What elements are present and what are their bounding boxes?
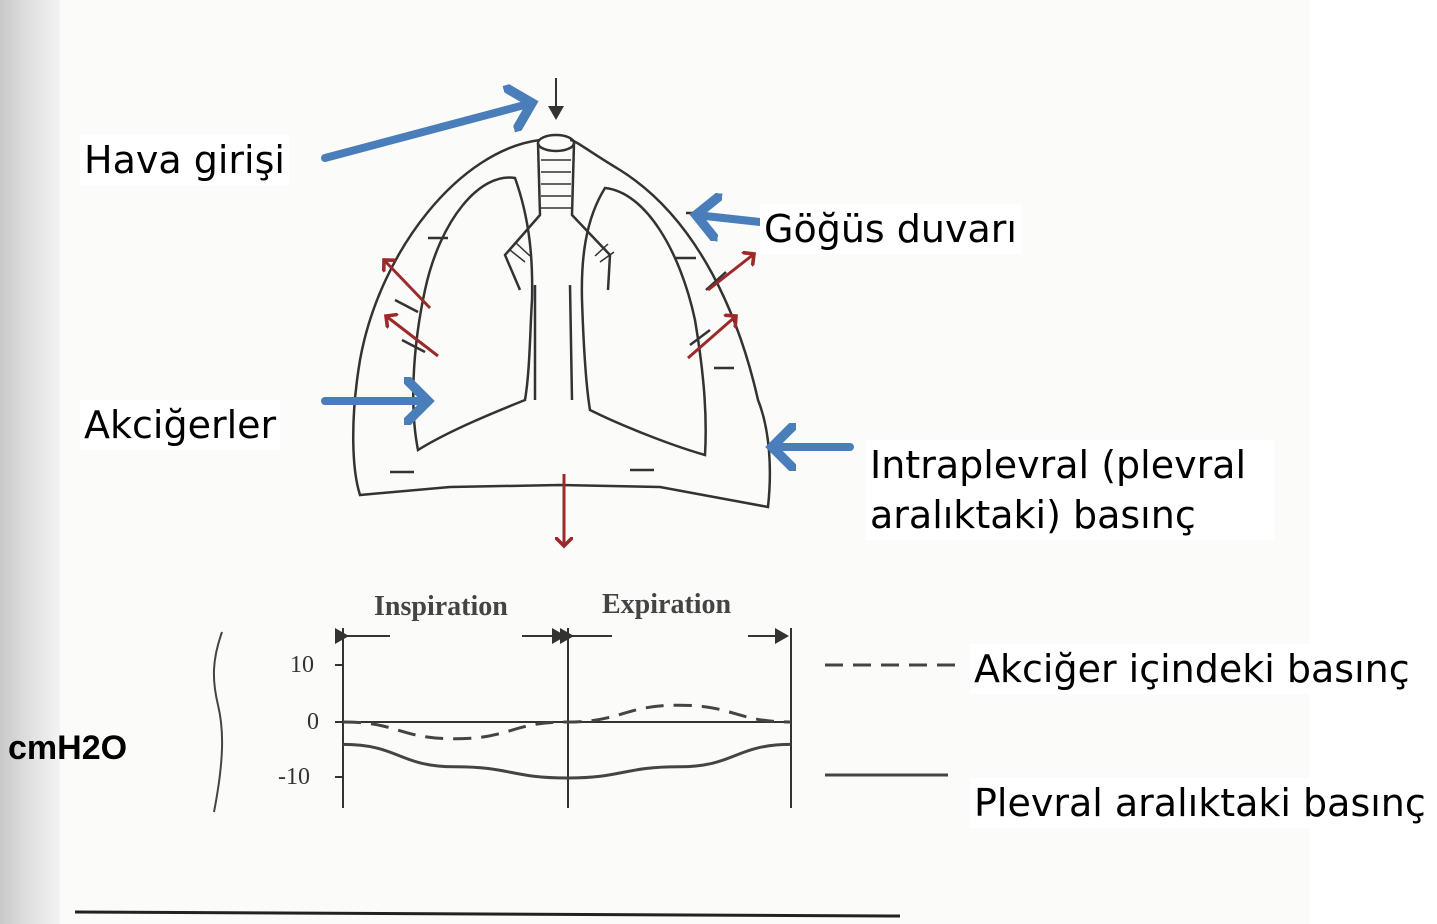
phase-inspiration: Inspiration [370,582,512,632]
chart-brace [214,632,222,812]
label-chest-wall: Göğüs duvarı [760,204,1021,254]
blue-arrow-icon [325,103,532,158]
legend-pleural-label: Plevral aralıktaki basınç [970,778,1430,828]
unit-label: cmH2O [4,723,131,773]
page-rule [75,912,900,916]
pressure-chart [214,628,955,812]
red-arrow-icon [708,254,754,290]
label-intrapleural: Intraplevral (plevral aralıktaki) basınç [866,440,1274,540]
trachea [505,135,610,400]
y-tick-10: 10 [286,640,318,690]
pleural-pressure-marks [390,213,734,472]
label-air-inlet: Hava girişi [80,135,289,185]
red-arrow-icon [386,316,438,356]
chest-wall-outline [353,140,770,507]
phase-expiration: Expiration [598,580,735,630]
legend-alveolar-label: Akciğer içindeki basınç [970,644,1414,694]
y-tick-0: 0 [303,697,323,747]
blue-arrow-icon [696,215,760,222]
red-arrow-icon [384,260,430,308]
y-tick-minus-10: -10 [274,752,314,802]
label-lungs: Akciğerler [80,400,280,450]
lungs-outline [413,177,705,455]
